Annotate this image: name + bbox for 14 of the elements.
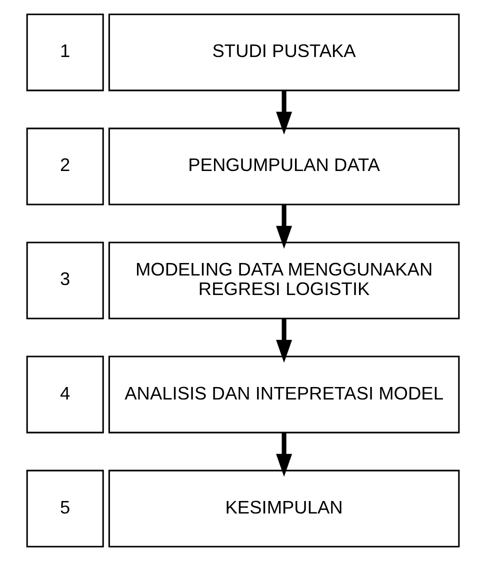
- node-box: MODELING DATA MENGGUNAKAN REGRESI LOGISTIK: [108, 242, 460, 320]
- arrow: [276, 318, 292, 363]
- arrow: [276, 433, 292, 477]
- node-box: 2: [26, 128, 104, 206]
- node-box: 1: [26, 14, 104, 92]
- node-box: KESIMPULAN: [108, 470, 460, 548]
- arrow: [276, 204, 292, 249]
- arrow: [276, 90, 292, 135]
- node-box: 5: [26, 470, 104, 548]
- node-box: PENGUMPULAN DATA: [108, 128, 460, 206]
- node-box: 4: [26, 356, 104, 434]
- node-box: ANALISIS DAN INTEPRETASI MODEL: [108, 356, 460, 434]
- node-box: 3: [26, 242, 104, 320]
- node-box: STUDI PUSTAKA: [108, 14, 460, 92]
